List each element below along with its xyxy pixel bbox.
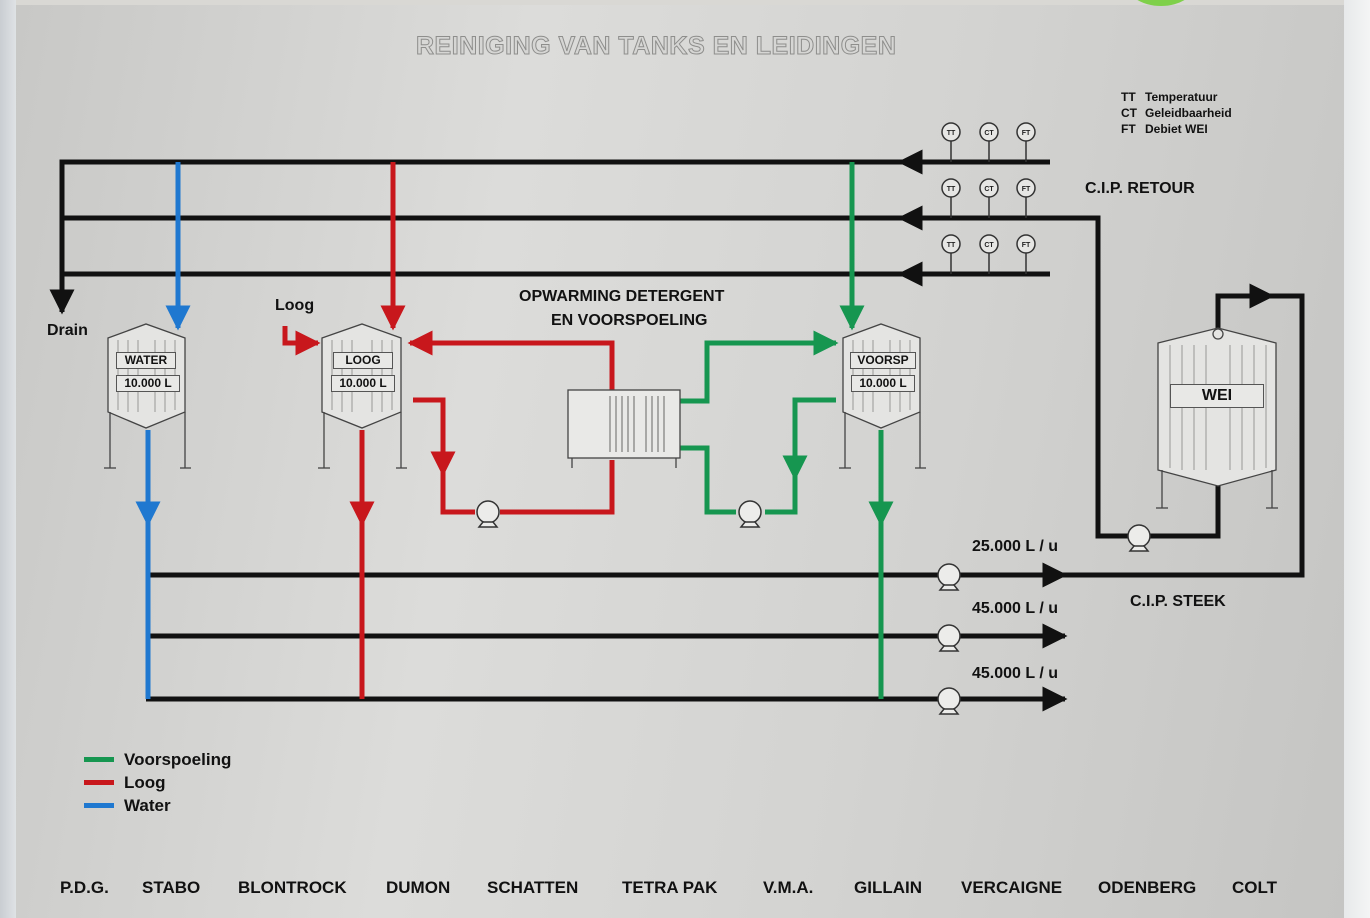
loog-lines [282,162,615,699]
wei-to-steek [1060,293,1305,578]
ct-gauge-3 [979,234,999,254]
voorsp-tank-volume: 10.000 L [851,375,915,392]
diagram-panel [16,5,1344,918]
tanks [104,323,1278,509]
voorspoeling-lines [680,162,894,699]
company-odenberg: ODENBERG [1098,878,1197,897]
gauge-label-tt-1: TT [947,130,956,137]
company-dumon: DUMON [386,878,451,897]
gauge-label-ct-2: CT [984,186,994,193]
supply-lines [146,562,1068,712]
gauge-label-tt-3: TT [947,242,956,249]
tt-gauge-2 [941,178,961,198]
water-tank-volume: 10.000 L [116,375,180,392]
cip-steek-label: C.I.P. STEEK [1130,593,1226,610]
water-tank-name: WATER [116,352,176,369]
ft-gauge-3 [1016,234,1036,254]
ft-gauge-1 [1016,122,1036,142]
gauge-label-ct-1: CT [984,130,994,137]
ct-gauge-1 [979,122,999,142]
loog-tank-volume: 10.000 L [331,375,395,392]
cip-retour-label: C.I.P. RETOUR [1085,180,1195,197]
gauge-label-ft-1: FT [1022,130,1031,137]
return-line-1 [49,159,1050,315]
company-vercaigne: VERCAIGNE [961,878,1063,897]
return-lines [49,149,1305,578]
gauge-label-ct-3: CT [984,242,994,249]
water-lines [135,162,191,699]
heating-label-line2: EN VOORSPOELING [551,312,708,329]
drain-label: Drain [47,322,88,339]
loog-inlet-label: Loog [275,297,315,314]
wei-tank [1156,327,1278,509]
steek-pump-1 [937,563,961,591]
legend-swatch-red [84,780,114,785]
flow-rate-3: 45.000 L / u [972,665,1058,682]
loog-tank-name: LOOG [333,352,393,369]
heat-exchanger [567,389,681,468]
wei-pump [1127,524,1151,552]
pumps [476,500,1151,715]
flow-rate-2: 45.000 L / u [972,600,1058,617]
legend-swatch-blue [84,803,114,808]
steek-pump-2 [937,624,961,652]
voorsp-pump [738,500,762,528]
company-blontrock: BLONTROCK [238,878,347,897]
gauge-label-tt-2: TT [947,186,956,193]
company-gillain: GILLAIN [854,878,922,897]
company-vma: V.M.A. [763,878,814,897]
pump-to-wei [1150,485,1221,539]
tt-gauge-1 [941,122,961,142]
legend-label: Voorspoeling [124,750,232,769]
loog-pump [476,500,500,528]
wei-tank-name: WEI [1170,384,1264,408]
legend-label: Water [124,796,171,815]
legend-label: Loog [124,773,166,792]
company-schatten: SCHATTEN [487,878,579,897]
company-stabo: STABO [142,878,201,897]
company-colt: COLT [1232,878,1278,897]
heating-label-line1: OPWARMING DETERGENT [519,288,725,305]
gauge-label-ft-3: FT [1022,242,1031,249]
retour-to-pump [1050,215,1128,539]
tt-gauge-3 [941,234,961,254]
gauge-label-ft-2: FT [1022,186,1031,193]
wall-right [1344,0,1370,918]
voorsp-tank-name: VOORSP [850,352,916,369]
diagram-title: REINIGING VAN TANKS EN LEIDINGEN [415,32,897,61]
wall-left [0,0,16,918]
company-pdg: P.D.G. [60,878,109,897]
instruments [941,122,1036,274]
ft-gauge-2 [1016,178,1036,198]
ct-gauge-2 [979,178,999,198]
green-sticker [1126,0,1196,6]
company-tetra-pak: TETRA PAK [622,878,718,897]
flow-rate-1: 25.000 L / u [972,538,1058,555]
legend-swatch-green [84,757,114,762]
steek-pump-3 [937,687,961,715]
